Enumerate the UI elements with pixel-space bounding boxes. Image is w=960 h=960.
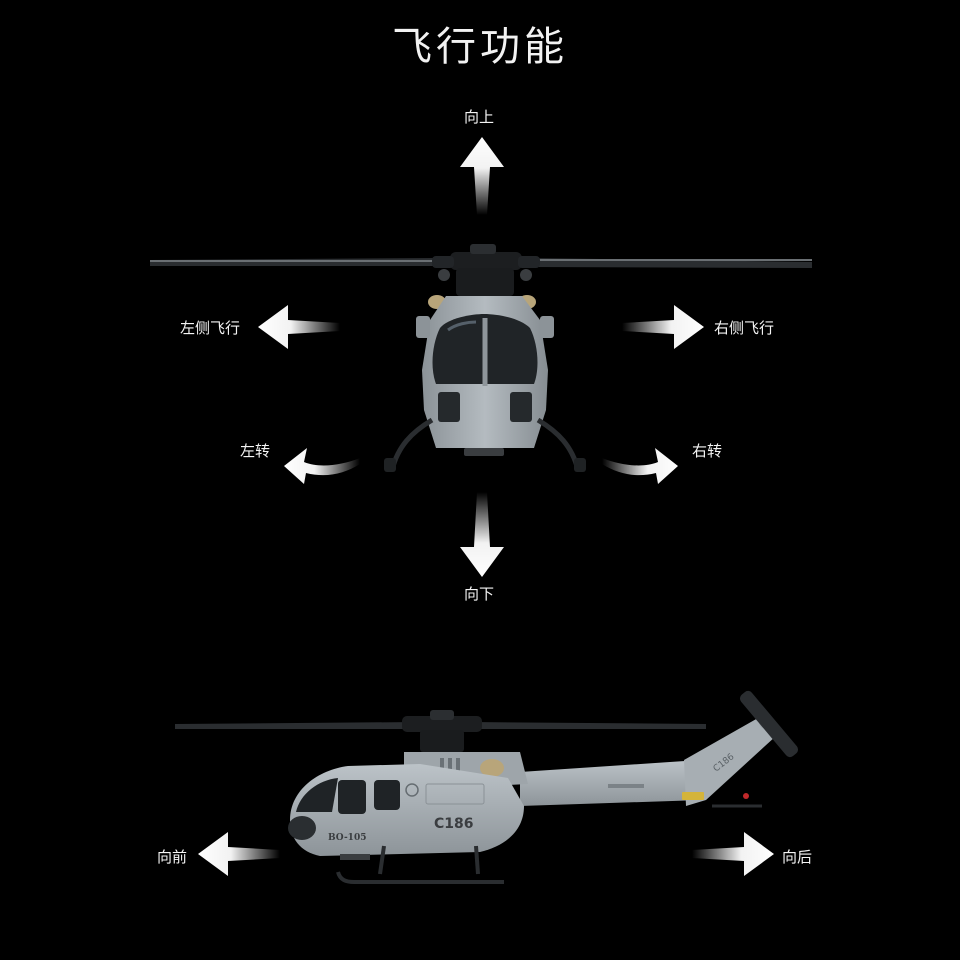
helicopter-front-view <box>150 244 812 472</box>
arrow-left-icon <box>258 305 340 349</box>
turn-right-icon <box>602 448 678 484</box>
arrow-up-icon <box>460 137 504 215</box>
label-turn-right: 右转 <box>692 442 723 460</box>
arrow-forward-icon <box>198 832 280 876</box>
label-up: 向上 <box>464 108 495 126</box>
model-text: C186 <box>434 816 474 832</box>
helicopter-side-view: C186 BO-105 C186 <box>175 690 799 884</box>
turn-left-icon <box>284 448 360 484</box>
label-forward: 向前 <box>157 848 188 866</box>
arrow-right-icon <box>622 305 704 349</box>
arrow-backward-icon <box>692 832 774 876</box>
label-down: 向下 <box>464 585 495 603</box>
body-text: BO-105 <box>328 833 366 843</box>
label-right-side: 右侧飞行 <box>714 319 775 337</box>
label-backward: 向后 <box>782 848 813 866</box>
page-title: 飞行功能 <box>392 24 568 70</box>
label-turn-left: 左转 <box>240 442 271 460</box>
arrow-down-icon <box>460 492 504 577</box>
label-left-side: 左侧飞行 <box>180 319 241 337</box>
